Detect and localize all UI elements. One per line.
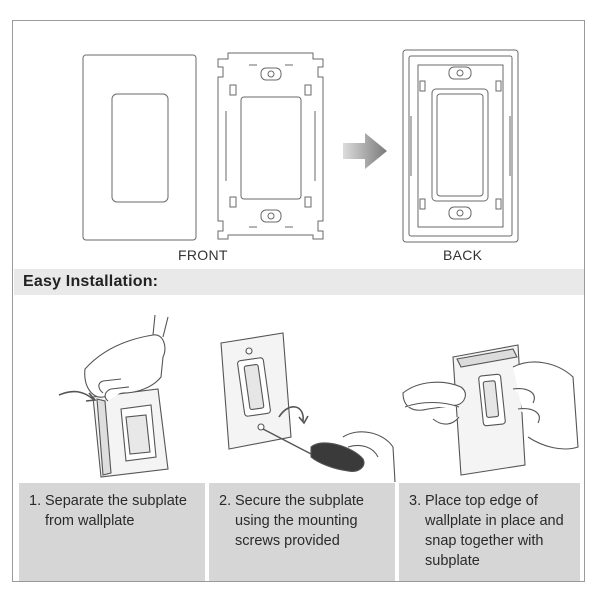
step-3-number: 3. [409,493,422,509]
section-title: Easy Installation: [23,273,159,290]
step2-illustration [220,332,396,483]
section-header: Easy Installation: [14,269,584,295]
wallplate-diagram [82,49,519,243]
wallplate-front-drawing [82,54,197,241]
arrow-right-icon [343,133,387,169]
back-label: BACK [443,247,483,263]
installation-guide: FRONT BACK Easy Installation: [12,20,585,582]
step-1-text: Separate the subplate from wallplate [45,493,187,529]
step-3-text: Place top edge of wallplate in place and… [425,493,564,569]
step-1-number: 1. [29,493,42,509]
step-illustrations [58,314,579,483]
step-3-panel: 3. Place top edge of wallplate in place … [399,483,580,581]
wallplate-back-drawing [402,49,519,243]
step-1-panel: 1. Separate the subplate from wallplate [19,483,205,581]
step3-illustration [402,344,579,476]
step-2-number: 2. [219,493,232,509]
subplate-drawing [217,52,324,240]
front-label: FRONT [178,247,228,263]
step1-illustration [58,314,169,478]
step-2-panel: 2. Secure the subplate using the mountin… [209,483,395,581]
step-2-text: Secure the subplate using the mounting s… [235,493,364,549]
